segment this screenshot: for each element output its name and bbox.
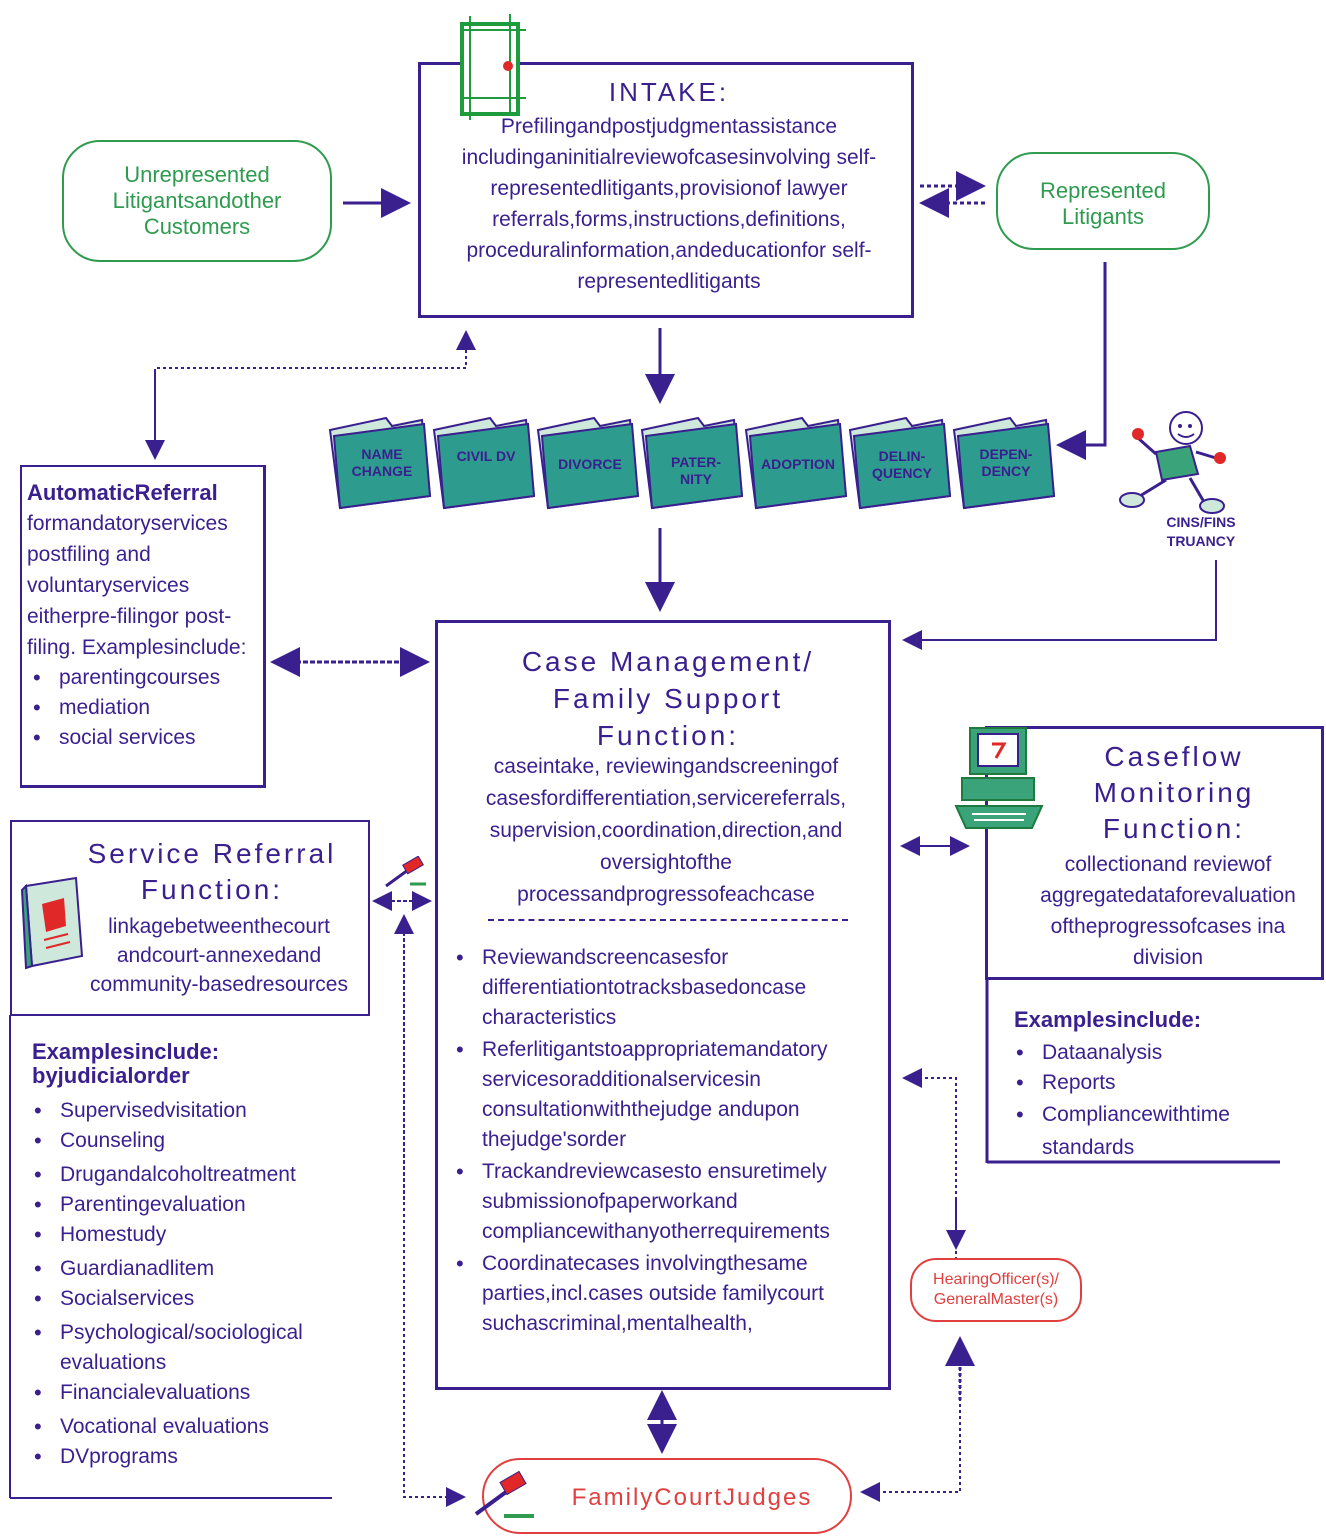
folder-adoption: ADOPTION bbox=[742, 410, 848, 514]
intake-title: INTAKE: bbox=[608, 77, 730, 107]
list-item: Counseling bbox=[28, 1126, 358, 1156]
cins-fins-text: CINS/FINS bbox=[1166, 514, 1236, 530]
case-management-box: Case Management/ Family Support Function… bbox=[435, 620, 891, 1390]
folder-icon bbox=[640, 416, 744, 510]
list-item: parentingcourses bbox=[27, 663, 263, 693]
folder-name-change: NAME CHANGE bbox=[326, 410, 432, 514]
family-court-judges-label: FamilyCourtJudges bbox=[571, 1484, 813, 1511]
folder-name-change-label: NAME CHANGE bbox=[351, 446, 413, 479]
caseflow-examples-heading: Examplesinclude: bbox=[1014, 1007, 1202, 1032]
door-icon bbox=[460, 14, 526, 120]
truancy-text: TRUANCY bbox=[1166, 533, 1236, 549]
service-referral-examples: Examplesinclude: byjudicialorder bbox=[32, 1040, 372, 1088]
folder-civil-dv: CIVIL DV bbox=[430, 410, 536, 514]
book-icon bbox=[20, 876, 84, 970]
gavel-icon bbox=[385, 856, 426, 888]
intake-box: INTAKE: Prefilingandpostjudgmentassistan… bbox=[418, 62, 914, 318]
hearing-officer-box: HearingOfficer(s)/ GeneralMaster(s) bbox=[910, 1258, 1082, 1322]
folder-paternity-label: PATER- NITY bbox=[670, 454, 722, 487]
folder-delinquency: DELIN- QUENCY bbox=[846, 410, 952, 514]
folder-adoption-label: ADOPTION bbox=[761, 456, 835, 472]
list-item: Supervisedvisitation bbox=[28, 1096, 358, 1126]
list-item: DVprograms bbox=[28, 1442, 358, 1472]
case-type-folders: NAME CHANGE CIVIL DV DIVORCE PATER- NITY… bbox=[326, 410, 1056, 520]
case-management-list: Reviewandscreencasesfor differentiationt… bbox=[450, 943, 880, 1339]
caseflow-body: collectionand reviewof aggregatedatafore… bbox=[1040, 853, 1296, 969]
case-management-divider bbox=[488, 919, 848, 921]
arrow-cins-to-case-management bbox=[902, 560, 1217, 650]
list-item: Dataanalysis bbox=[1010, 1038, 1280, 1068]
list-item: Financialevaluations bbox=[28, 1378, 358, 1408]
service-referral-title: Service Referral Function: bbox=[87, 838, 337, 905]
list-item: social services bbox=[27, 723, 263, 753]
intake-body: Prefilingandpostjudgmentassistance inclu… bbox=[461, 115, 877, 293]
arrow-represented-to-folders bbox=[1056, 262, 1107, 460]
automatic-referral-left-line bbox=[20, 465, 22, 788]
hearing-officer-label: HearingOfficer(s)/ GeneralMaster(s) bbox=[933, 1271, 1059, 1308]
case-management-body: caseintake, reviewingandscreeningof case… bbox=[485, 755, 847, 906]
list-item: Drugandalcoholtreatment bbox=[28, 1160, 358, 1190]
list-item: Compliancewithtime standards bbox=[1010, 1098, 1282, 1164]
list-item: Parentingevaluation bbox=[28, 1190, 358, 1220]
folder-icon bbox=[952, 416, 1056, 510]
caseflow-title: Caseflow Monitoring Function: bbox=[1093, 741, 1255, 844]
list-item: Reports bbox=[1010, 1068, 1280, 1098]
automatic-referral-top-line bbox=[20, 465, 266, 467]
list-item: Homestudy bbox=[28, 1220, 358, 1250]
caseflow-examples: Examplesinclude: bbox=[1014, 1006, 1314, 1034]
folder-paternity: PATER- NITY bbox=[638, 410, 744, 514]
caseflow-list: Dataanalysis Reports Compliancewithtime … bbox=[1010, 1038, 1280, 1164]
automatic-referral-content: AutomaticReferral formandatoryservices p… bbox=[27, 478, 263, 753]
list-item: Referlitigantstoappropriatemandatory ser… bbox=[450, 1035, 880, 1155]
arrow-auto-referral-to-intake bbox=[154, 330, 476, 450]
folder-icon bbox=[744, 416, 848, 510]
folder-civil-dv-label: CIVIL DV bbox=[456, 448, 516, 464]
list-item: Guardianadlitem bbox=[28, 1254, 358, 1284]
runner-icon bbox=[1119, 411, 1226, 514]
unrepresented-litigants-label: Unrepresented Litigantsandother Customer… bbox=[112, 162, 282, 239]
list-item: Reviewandscreencasesfor differentiationt… bbox=[450, 943, 880, 1033]
automatic-referral-heading: AutomaticReferral bbox=[27, 480, 218, 505]
list-item: Vocational evaluations bbox=[28, 1412, 358, 1442]
list-item: Trackandreviewcasesto ensuretimely submi… bbox=[450, 1157, 880, 1247]
list-item: Socialservices bbox=[28, 1284, 358, 1314]
folder-icon bbox=[328, 416, 432, 510]
service-referral-body: linkagebetweenthecourt andcourt-annexeda… bbox=[90, 915, 348, 996]
caseflow-box: Caseflow Monitoring Function: collection… bbox=[985, 726, 1324, 980]
folder-dependency: DEPEN- DENCY bbox=[950, 410, 1056, 514]
folder-delinquency-label: DELIN- QUENCY bbox=[872, 448, 932, 481]
gavel-icon bbox=[474, 1470, 534, 1518]
list-item: Psychological/sociological evaluations bbox=[28, 1318, 320, 1378]
family-court-judges-box: FamilyCourtJudges bbox=[474, 1458, 852, 1534]
arrow-hearing-to-case-management bbox=[902, 1068, 957, 1260]
folder-divorce: DIVORCE bbox=[534, 410, 640, 514]
service-referral-list: Supervisedvisitation Counseling Druganda… bbox=[28, 1096, 358, 1472]
folder-icon bbox=[536, 416, 640, 510]
cins-label: CINS/FINS TRUANCY bbox=[1148, 513, 1254, 551]
folder-dependency-label: DEPEN- DENCY bbox=[979, 446, 1033, 479]
automatic-referral-text: formandatoryservices postfiling and volu… bbox=[27, 512, 247, 659]
represented-litigants-box: Represented Litigants bbox=[996, 152, 1210, 250]
automatic-referral-list: parentingcourses mediation social servic… bbox=[27, 663, 263, 753]
list-item: mediation bbox=[27, 693, 263, 723]
represented-litigants-label: Represented Litigants bbox=[1040, 178, 1166, 229]
automatic-referral-box bbox=[20, 465, 266, 788]
list-item: Coordinatecases involvingthesame parties… bbox=[450, 1249, 880, 1339]
arrow-service-referral-to-judges bbox=[403, 920, 466, 1507]
service-referral-examples-heading: Examplesinclude: byjudicialorder bbox=[32, 1039, 220, 1088]
folder-icon bbox=[848, 416, 952, 510]
case-management-title: Case Management/ Family Support Function… bbox=[521, 646, 815, 751]
computer-icon bbox=[954, 727, 1044, 829]
arrow-hearing-to-judges bbox=[860, 1350, 961, 1502]
folder-icon bbox=[432, 416, 536, 510]
folder-divorce-label: DIVORCE bbox=[558, 456, 622, 472]
unrepresented-litigants-box: Unrepresented Litigantsandother Customer… bbox=[62, 140, 332, 262]
